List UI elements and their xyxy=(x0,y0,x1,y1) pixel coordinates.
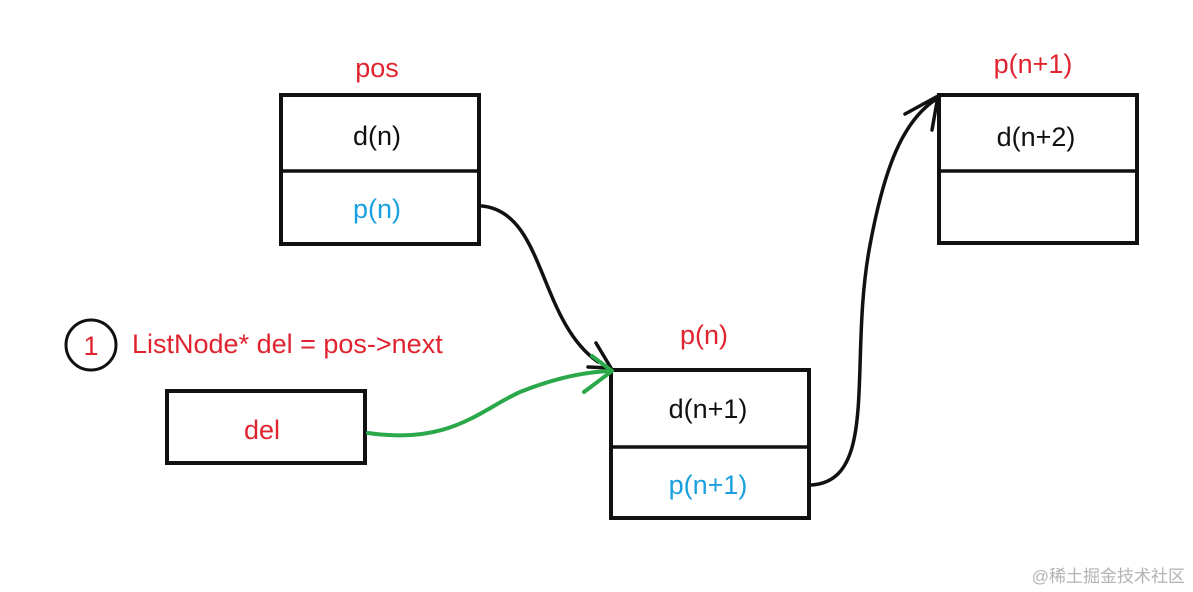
node-middle: p(n) d(n+1) p(n+1) xyxy=(609,320,811,520)
step-number-circle xyxy=(64,318,118,372)
step-number: 1 xyxy=(83,331,98,361)
arrow-del-to-middle xyxy=(366,354,614,438)
del-box-text: del xyxy=(244,415,280,445)
del-box xyxy=(165,389,367,465)
step-code: ListNode* del = pos->next xyxy=(132,329,443,359)
node-middle-box xyxy=(609,368,811,520)
node-pos-data: d(n) xyxy=(353,121,401,151)
arrow-middle-to-last xyxy=(810,94,940,487)
node-last-label: p(n+1) xyxy=(994,49,1073,79)
node-pos-pointer: p(n) xyxy=(353,194,401,224)
arrow-pos-to-middle xyxy=(480,204,613,370)
node-pos-label: pos xyxy=(355,53,399,83)
del-pointer-box: del xyxy=(165,389,367,465)
node-pos: pos d(n) p(n) xyxy=(279,53,481,246)
node-middle-data: d(n+1) xyxy=(669,394,748,424)
node-last-box xyxy=(937,93,1139,245)
node-last: p(n+1) d(n+2) xyxy=(937,49,1139,245)
node-middle-label: p(n) xyxy=(680,320,728,350)
node-last-data: d(n+2) xyxy=(997,122,1076,152)
node-middle-pointer: p(n+1) xyxy=(669,470,748,500)
step-annotation: 1 ListNode* del = pos->next xyxy=(64,318,443,372)
watermark: @稀土掘金技术社区 xyxy=(1032,567,1185,586)
